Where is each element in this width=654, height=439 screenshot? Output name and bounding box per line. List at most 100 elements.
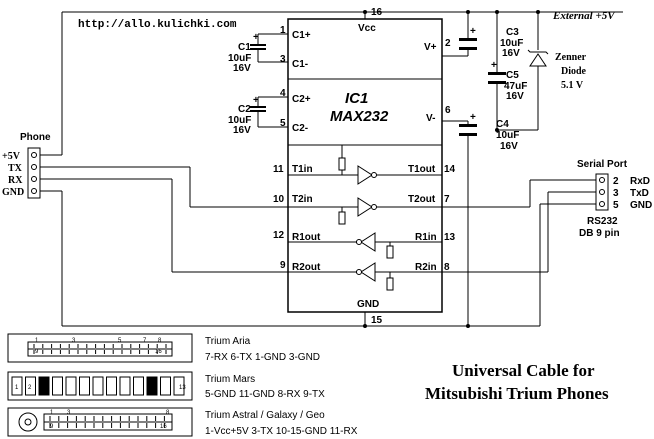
c3-value: 10uF (500, 38, 523, 49)
zener-diode (527, 49, 549, 67)
astral-bot-9: 9 (50, 424, 54, 430)
mars-pin-cell (79, 376, 90, 396)
phone-connector (27, 147, 41, 199)
pin-name-r2out: R2out (292, 262, 321, 273)
aria-pins: 7-RX 6-TX 1-GND 3-GND (205, 352, 320, 363)
ic-gnd-label: GND (357, 299, 379, 310)
ic-vcc-label: Vcc (358, 23, 376, 34)
serial-sub1: RS232 (587, 216, 618, 227)
pin-num-15: 15 (371, 315, 383, 326)
aria-pin-ticks (33, 344, 167, 354)
pin-num-6: 6 (445, 105, 451, 116)
pin-name-c2p: C2+ (292, 94, 311, 105)
astral-bot-16: 16 (160, 424, 167, 430)
serial-pin-3-num: 3 (613, 188, 619, 199)
pin-name-t2in: T2in (292, 194, 313, 205)
c2-ref: C2 (238, 104, 251, 115)
mars-pin-cell (133, 376, 144, 396)
pin-name-vminus: V- (426, 113, 435, 124)
mars-pin-cell (106, 376, 117, 396)
pin-num-2: 2 (445, 38, 451, 49)
c4-ref: C4 (496, 119, 509, 130)
astral-top-3: 3 (67, 410, 71, 416)
pin-num-13: 13 (444, 232, 456, 243)
pin-num-10: 10 (273, 194, 285, 205)
mars-pin-cell (11, 376, 23, 396)
astral-connector (7, 407, 193, 437)
title-line-2: Mitsubishi Trium Phones (425, 384, 609, 403)
serial-title: Serial Port (577, 159, 628, 170)
mars-cell-13: 13 (179, 385, 186, 391)
astral-name: Trium Astral / Galaxy / Geo (205, 410, 325, 421)
aria-top-7: 7 (143, 338, 147, 344)
aria-bot-16: 16 (155, 349, 162, 355)
cap-labels: C1 10uF 16V C2 10uF 16V C3 10uF 16V C5 4… (228, 27, 527, 152)
serial-pin-2-name: RxD (630, 176, 650, 187)
mars-pin-cell (146, 376, 158, 396)
mars-pin-cell (38, 376, 50, 396)
mars-name: Trium Mars (205, 374, 255, 385)
c1-voltage: 16V (233, 63, 251, 74)
c2-value: 10uF (228, 115, 251, 126)
pin-name-r1out: R1out (292, 232, 321, 243)
serial-pin-5-name: GND (630, 200, 652, 211)
pin-name-r1in: R1in (415, 232, 437, 243)
c5-ref: C5 (506, 70, 519, 81)
c3-ref: C3 (506, 27, 519, 38)
serial-pin-3-name: TxD (630, 188, 649, 199)
pin-name-r2in: R2in (415, 262, 437, 273)
title-line-1: Universal Cable for (452, 361, 595, 380)
zener-label-1: Zenner (555, 52, 587, 63)
mars-pin-cell (25, 376, 36, 396)
phone-pins (31, 152, 37, 194)
zener-label-2: Diode (561, 66, 587, 77)
c5-value: 47uF (504, 81, 527, 92)
c5-voltage: 16V (506, 91, 524, 102)
pin-num-14: 14 (444, 164, 456, 175)
c4-plus: + (470, 112, 476, 123)
pin-num-12: 12 (273, 230, 285, 241)
c1-value: 10uF (228, 53, 251, 64)
c5-plus: + (491, 60, 497, 71)
phone-pin-tx: TX (8, 163, 23, 174)
serial-pin-2-num: 2 (613, 176, 619, 187)
phone-pin-rx: RX (8, 175, 23, 186)
astral-pins: 1-Vcc+5V 3-TX 10-15-GND 11-RX (205, 426, 358, 437)
mars-pin-cell (52, 376, 63, 396)
mars-pin-cell (173, 376, 185, 396)
c4-value: 10uF (496, 130, 519, 141)
ic-part: MAX232 (330, 108, 389, 125)
external-supply-label: External +5V (552, 10, 616, 22)
pin-num-8: 8 (444, 262, 450, 273)
c2-plus: + (253, 95, 259, 106)
site-url: http://allo.kulichki.com (78, 19, 237, 31)
pin-name-t2out: T2out (408, 194, 436, 205)
pin-num-11: 11 (273, 164, 284, 175)
mars-pin-cell (65, 376, 77, 396)
aria-top-5: 5 (118, 338, 122, 344)
astral-pin-ticks (49, 416, 165, 428)
phone-title: Phone (20, 132, 51, 143)
mars-pin-cell (92, 376, 104, 396)
mars-pin-cells (11, 376, 185, 396)
zener-label-3: 5.1 V (561, 80, 584, 91)
pin-name-vplus: V+ (424, 42, 437, 53)
pin-num-7: 7 (444, 194, 450, 205)
pin-name-c2m: C2- (292, 123, 308, 134)
mars-cell-2: 2 (28, 385, 32, 391)
c4-voltage: 16V (500, 141, 518, 152)
c1-plus: + (253, 32, 259, 43)
pin-name-c1m: C1- (292, 59, 308, 70)
serial-pins (599, 177, 605, 207)
phone-pin-gnd: GND (2, 187, 24, 198)
aria-name: Trium Aria (205, 336, 251, 347)
pin-num-4: 4 (280, 88, 286, 99)
pin-num-9: 9 (280, 260, 286, 271)
aria-top-8: 8 (158, 338, 162, 344)
pin-num-1: 1 (280, 25, 286, 36)
pin-name-c1p: C1+ (292, 30, 311, 41)
c3-voltage: 16V (502, 48, 520, 59)
astral-top-1: 1 (50, 410, 54, 416)
capacitor-plates (250, 38, 506, 136)
